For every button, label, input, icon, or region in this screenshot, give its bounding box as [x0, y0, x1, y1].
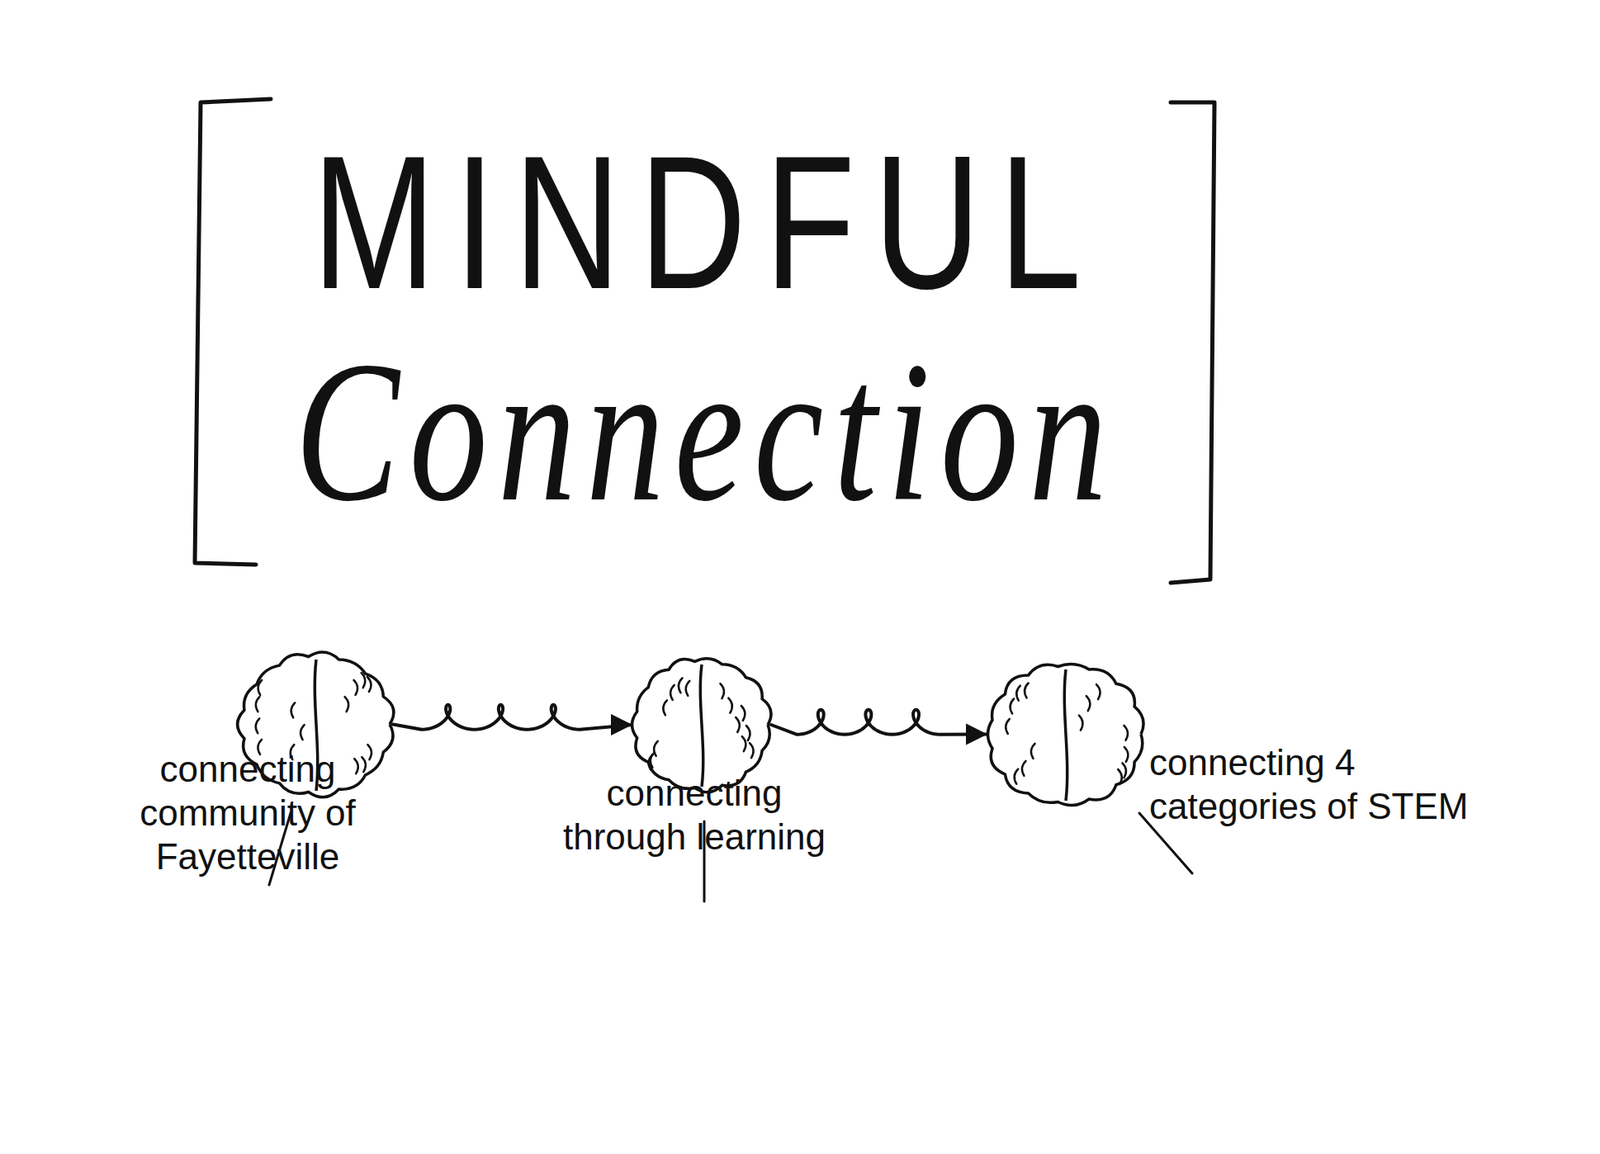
brain-node: connecting community of Fayetteville: [239, 653, 393, 796]
node-label: connecting through learning: [558, 771, 831, 860]
brain-icon: [632, 657, 772, 792]
left-bracket: [194, 99, 271, 565]
squiggle-arrow: [392, 705, 633, 736]
title: MINDFUL Connection: [239, 115, 1173, 538]
brain-icon: [987, 662, 1145, 806]
brain-node: connecting through learning: [632, 657, 772, 792]
arrow-head: [610, 714, 633, 736]
right-bracket: [1170, 102, 1215, 583]
arrow-head: [965, 724, 988, 746]
node-label: connecting community of Fayetteville: [90, 747, 405, 879]
connector-line: [771, 710, 988, 735]
connector-line: [392, 705, 633, 730]
brain-node: connecting 4 categories of STEM: [987, 662, 1145, 806]
squiggle-arrow: [771, 710, 988, 746]
node-label: connecting 4 categories of STEM: [1149, 741, 1529, 829]
